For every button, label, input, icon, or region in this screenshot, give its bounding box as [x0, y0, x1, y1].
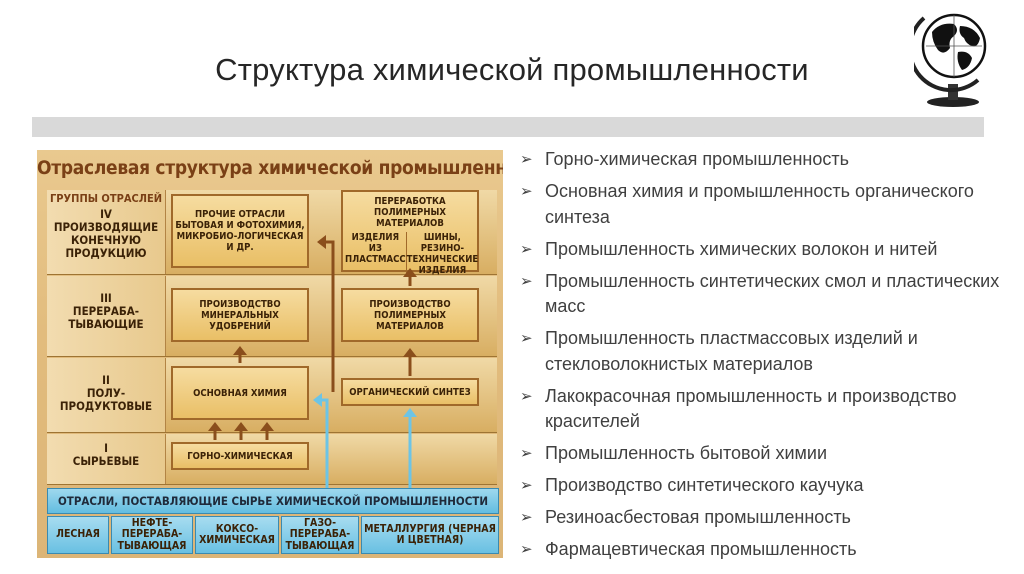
box-mining-chemical: Горно-химическая	[171, 442, 309, 470]
level-label-cell-3	[47, 276, 166, 356]
supplier-cell: Нефте-перераба-тывающая	[111, 516, 193, 554]
list-item: ➢Фармацевтическая промышленность	[520, 537, 1000, 563]
level-label-cell-4	[47, 190, 166, 274]
slide-title: Структура химической промышленности	[215, 52, 809, 87]
arrow-bullet-icon: ➢	[520, 477, 533, 494]
list-item: ➢Лакокрасочная промышленность и производ…	[520, 385, 957, 432]
level-3-label: III Перераба- тывающие	[68, 291, 144, 331]
arrow-bullet-icon: ➢	[520, 445, 533, 462]
cell-rubber-products: Шины, резино-технические изделия	[406, 232, 479, 276]
list-item: ➢Основная химия и промышленность органич…	[520, 181, 974, 227]
list-item: ➢Промышленность бытовой химии	[520, 441, 1000, 467]
box-organic-synthesis: Органический синтез	[341, 378, 479, 406]
list-item: ➢Промышленность пластмассовых изделий и …	[520, 328, 918, 374]
box-other-industries: Прочие отрасли бытовая и фотохимия, микр…	[171, 194, 309, 268]
box-mineral-fertilizers: Производство минеральных удобрений	[171, 288, 309, 342]
arrow-left-icon	[317, 235, 335, 392]
groups-header: Группы отраслей	[49, 192, 163, 205]
supplier-cell: Металлургия (черная и цветная)	[361, 516, 499, 554]
arrow-up-icon	[260, 422, 274, 440]
list-item: ➢Производство синтетического каучука	[520, 473, 1000, 499]
box-polymer-production: Производство полимерных материалов	[341, 288, 479, 342]
arrow-bullet-icon: ➢	[520, 509, 533, 526]
arrow-up-icon	[208, 422, 222, 440]
cell-plastics-products: Изделия из пластмасс	[345, 232, 407, 276]
level-label-cell-1	[47, 434, 166, 484]
level-2-label: II Полу- продуктовые	[59, 373, 153, 413]
industry-structure-diagram: Отраслевая структура химической промышле…	[37, 150, 503, 558]
list-item: ➢Резиноасбестовая промышленность	[520, 505, 1000, 531]
arrow-up-icon	[234, 422, 248, 440]
supply-arrow-icon	[313, 393, 329, 490]
diagram-title: Отраслевая структура химической промышле…	[37, 157, 503, 179]
level-1-label: I Сырьевые	[72, 441, 140, 468]
arrow-bullet-icon: ➢	[520, 183, 533, 200]
title-divider-bar	[32, 117, 984, 137]
arrow-bullet-icon: ➢	[520, 240, 533, 258]
arrow-up-icon	[403, 348, 417, 376]
supply-arrow-icon	[403, 408, 417, 490]
supplier-cell: Газо-перераба-тывающая	[281, 516, 359, 554]
level-label-cell-2	[47, 358, 166, 432]
supplier-cell: Лесная	[47, 516, 109, 554]
arrow-up-icon	[233, 346, 247, 363]
arrow-bullet-icon: ➢	[520, 541, 533, 558]
list-item: ➢Промышленность химических волокон и нит…	[520, 237, 1000, 263]
level-4-label: IV Производящие конечную продукцию	[53, 207, 159, 260]
arrow-bullet-icon: ➢	[520, 387, 533, 405]
list-item: ➢Промышленность синтетических смол и пла…	[520, 270, 1000, 317]
suppliers-header: Отрасли, поставляющие сырье химической п…	[47, 488, 499, 514]
box-basic-chemistry: Основная химия	[171, 366, 309, 420]
industry-branch-list: ➢Горно-химическая промышленность ➢Основн…	[520, 147, 1000, 569]
supplier-cell: Коксо-химическая	[195, 516, 279, 554]
arrow-bullet-icon: ➢	[520, 272, 533, 290]
list-item: ➢Горно-химическая промышленность	[520, 147, 1000, 173]
arrow-up-icon	[403, 268, 417, 286]
box-polymer-processing: Переработка полимерных материалов Издели…	[341, 190, 479, 276]
diagram-arrows	[208, 235, 417, 490]
globe-icon	[914, 13, 987, 107]
arrow-bullet-icon: ➢	[520, 151, 533, 168]
arrow-bullet-icon: ➢	[520, 330, 533, 347]
